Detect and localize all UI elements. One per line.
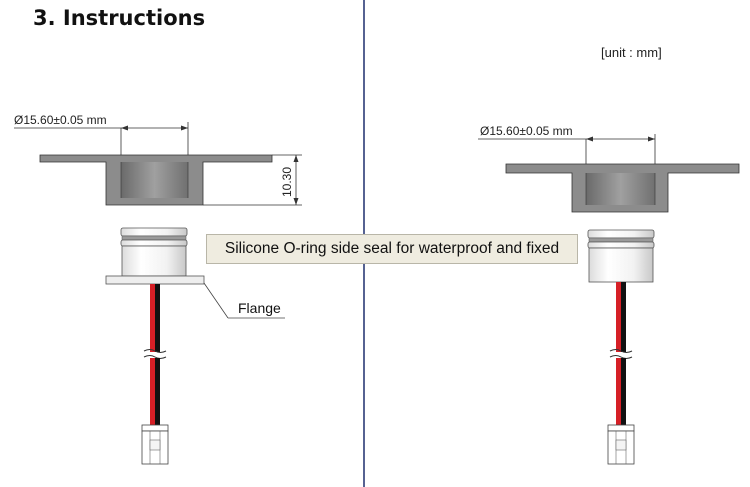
right-diagram: Ø15.60±0.05 mm (478, 124, 740, 465)
unit-note: [unit : mm] (601, 45, 662, 60)
flange-label: Flange (238, 300, 281, 316)
right-connector (607, 424, 635, 465)
left-diagram: Ø15.60±0.05 mm 10.30 Flange (14, 113, 302, 465)
right-sensor-body (587, 229, 655, 283)
left-diameter-label: Ø15.60±0.05 mm (14, 113, 107, 127)
left-wires (143, 284, 167, 425)
right-wires (609, 282, 633, 425)
right-diameter-label: Ø15.60±0.05 mm (480, 124, 573, 138)
left-connector (141, 424, 169, 465)
section-title: 3. Instructions (33, 6, 206, 30)
left-height-label: 10.30 (280, 167, 294, 197)
seal-callout: Silicone O-ring side seal for waterproof… (206, 234, 578, 264)
left-sensor-body (105, 227, 205, 285)
